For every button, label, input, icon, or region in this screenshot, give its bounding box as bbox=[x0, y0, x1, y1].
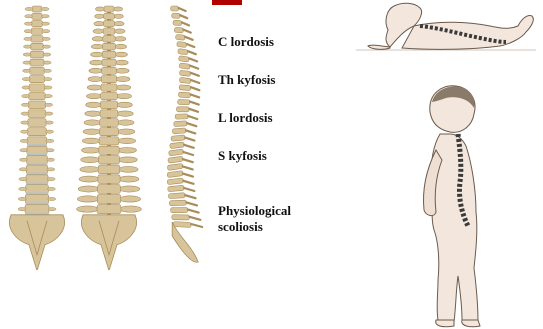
lumbar-label: L lordosis bbox=[218, 110, 273, 125]
spine-back-view bbox=[72, 0, 147, 270]
scoliosis-label-line2: scoliosis bbox=[218, 219, 263, 234]
infant-prone-illustration bbox=[350, 0, 540, 62]
spine-side-view bbox=[148, 0, 218, 270]
curvature-labels: C lordosis Th kyfosis L lordosis S kyfos… bbox=[218, 0, 358, 329]
spine-front-view bbox=[0, 0, 75, 270]
sacral-label: S kyfosis bbox=[218, 148, 267, 163]
toddler-standing-illustration bbox=[400, 80, 510, 329]
thoracic-label: Th kyfosis bbox=[218, 72, 275, 87]
cervical-label: C lordosis bbox=[218, 34, 274, 49]
scoliosis-label-line1: Physiological bbox=[218, 203, 291, 218]
